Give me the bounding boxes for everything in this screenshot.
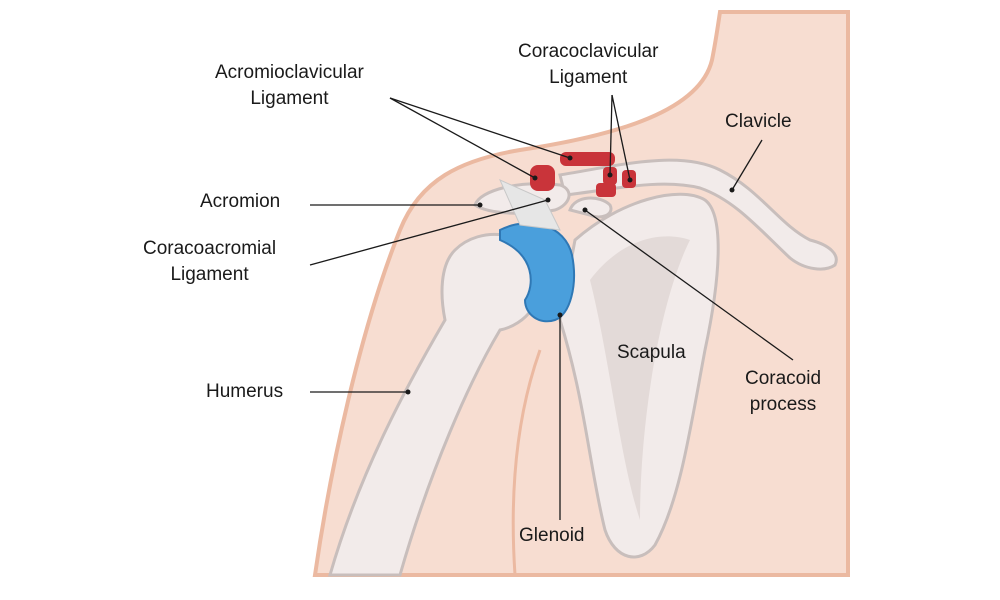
label-line: Ligament	[549, 67, 628, 88]
label-line: Acromioclavicular	[215, 62, 364, 83]
label-coracoid-process: Coracoid process	[745, 366, 821, 418]
label-clavicle: Clavicle	[725, 111, 792, 132]
label-humerus: Humerus	[206, 381, 284, 402]
arm-inner-edge	[511, 349, 542, 576]
scapula-shade	[590, 236, 690, 521]
label-glenoid: Glenoid	[519, 525, 585, 546]
leader-lines	[309, 94, 794, 520]
label-line: Coracoclavicular	[518, 41, 659, 62]
label-acromion: Acromion	[200, 191, 281, 212]
label-line: Coracoid	[745, 368, 822, 389]
clavicle-bone	[558, 158, 838, 271]
label-line: Coracoacromial	[143, 238, 277, 259]
label-line: process	[749, 394, 817, 415]
glenoid-cartilage	[499, 222, 576, 323]
coracoid-bone	[568, 196, 613, 219]
label-line: Ligament	[170, 264, 249, 285]
leader-dots	[405, 155, 735, 395]
label-scapula: Scapula	[617, 342, 686, 363]
label-line: Ligament	[250, 88, 329, 109]
